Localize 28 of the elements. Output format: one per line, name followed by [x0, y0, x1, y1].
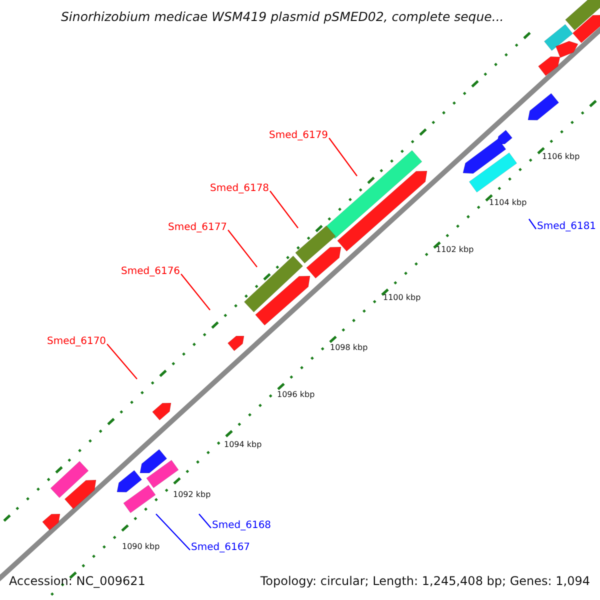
gene-label: Smed_6176 — [121, 266, 180, 278]
leader-line — [328, 138, 358, 176]
scale-label: 1098 kbp — [330, 343, 368, 352]
scale-label: 1092 kbp — [173, 490, 211, 499]
leader-line — [180, 274, 210, 310]
scale-label: 1090 kbp — [122, 542, 160, 551]
gene-label: Smed_6170 — [47, 336, 106, 348]
map-title: Sinorhizobium medicae WSM419 plasmid pSMED02, complete seque... — [61, 9, 504, 24]
leader-line — [198, 514, 212, 528]
leader-line — [528, 218, 536, 230]
gene-label: Smed_6168 — [212, 520, 272, 532]
scale-label: 1104 kbp — [489, 198, 527, 207]
gene-label: Smed_6177 — [168, 222, 228, 234]
gene-label: Smed_6179 — [269, 130, 328, 142]
scale-label: 1096 kbp — [277, 390, 315, 399]
scale-label: 1106 kbp — [542, 152, 580, 161]
accession-text: Accession: NC_009621 — [9, 574, 146, 588]
gene-label: Smed_6178 — [210, 183, 270, 195]
leader-line — [228, 230, 258, 268]
summary-text: Topology: circular; Length: 1,245,408 bp; Genes: 1,094 — [260, 574, 590, 588]
gene-label: Smed_6167 — [191, 542, 250, 554]
scale-label: 1094 kbp — [224, 440, 262, 449]
leader-line — [106, 344, 138, 380]
leader-line — [156, 514, 190, 550]
scale-label: 1100 kbp — [383, 293, 421, 302]
gene-label: Smed_6181 — [537, 221, 596, 233]
scale-label: 1102 kbp — [436, 245, 474, 254]
leader-line — [270, 190, 298, 228]
